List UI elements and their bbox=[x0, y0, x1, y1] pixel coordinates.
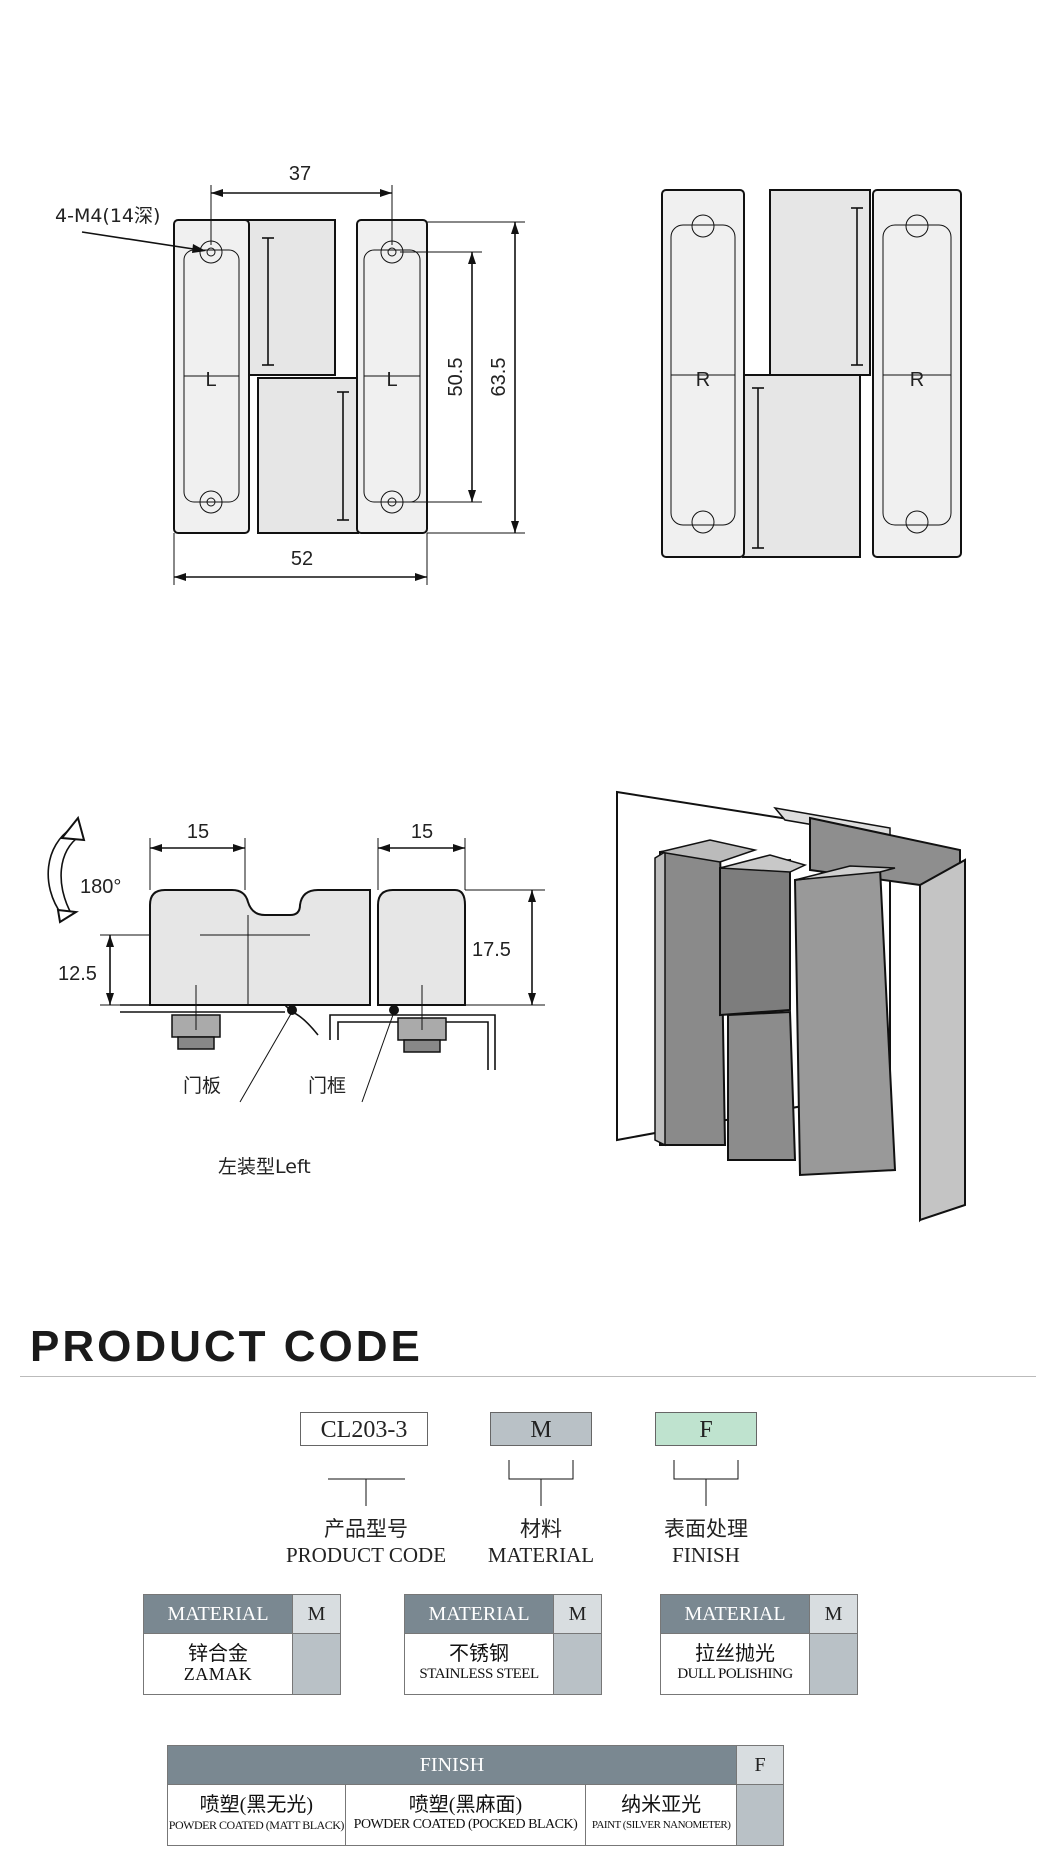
finish-header: FINISH bbox=[166, 1745, 738, 1785]
rear-knuckle-lower bbox=[742, 374, 861, 558]
knuckle-upper bbox=[244, 219, 336, 376]
material-code-header: M bbox=[809, 1594, 858, 1634]
material-option: 拉丝抛光 DULL POLISHING bbox=[660, 1633, 810, 1695]
hole-note: 4-M4(14深) bbox=[55, 205, 160, 227]
rear-knuckle-upper bbox=[769, 189, 871, 376]
caption-finish-en: FINISH bbox=[672, 1543, 740, 1567]
caption-material-en: MATERIAL bbox=[487, 1543, 595, 1567]
material-option: 锌合金 ZAMAK bbox=[143, 1633, 293, 1695]
rear-left-leaf bbox=[661, 189, 745, 558]
dim-63-5: 63.5 bbox=[488, 358, 510, 397]
material-table-zamak: MATERIAL M 锌合金 ZAMAK bbox=[143, 1594, 341, 1695]
finish-option-silver-nanometer: 纳米亚光 PAINT (SILVER NANOMETER) bbox=[585, 1784, 738, 1846]
dim-50-5: 50.5 bbox=[445, 358, 467, 397]
material-header: MATERIAL bbox=[404, 1594, 554, 1634]
dim-52: 52 bbox=[291, 548, 313, 570]
front-view-hinge: L L bbox=[173, 219, 428, 534]
isometric-view bbox=[616, 790, 966, 1223]
caption-material: 材料 MATERIAL bbox=[471, 1516, 611, 1568]
dim-17-5: 17.5 bbox=[472, 939, 511, 961]
leaf-mark-right: L bbox=[386, 369, 397, 391]
caption-material-cn: 材料 bbox=[520, 1517, 562, 1541]
finish-code-cell bbox=[736, 1784, 784, 1846]
side-leaf-right bbox=[377, 889, 466, 1006]
dim-12-5: 12.5 bbox=[58, 963, 97, 985]
dim-15-right: 15 bbox=[411, 821, 433, 843]
leaf-mark-left: L bbox=[205, 369, 216, 391]
dim-15-left: 15 bbox=[187, 821, 209, 843]
rear-mark-left: R bbox=[696, 369, 710, 391]
section-divider bbox=[20, 1376, 1036, 1377]
caption-product-code-en: PRODUCT CODE bbox=[285, 1543, 447, 1567]
caption-finish-cn: 表面处理 bbox=[664, 1517, 748, 1541]
front-dimensions: 37 52 50.5 63.5 4-M4(14深) bbox=[55, 163, 525, 585]
caption-product-code: 产品型号 PRODUCT CODE bbox=[276, 1516, 456, 1568]
material-header: MATERIAL bbox=[143, 1594, 293, 1634]
code-box-product: CL203-3 bbox=[300, 1412, 428, 1446]
material-code-cell bbox=[292, 1633, 341, 1695]
rear-right-leaf bbox=[872, 189, 962, 558]
material-table-stainless: MATERIAL M 不锈钢 STAINLESS STEEL bbox=[404, 1594, 602, 1695]
product-code-title: PRODUCT CODE bbox=[30, 1322, 423, 1371]
finish-table: FINISH F 喷塑(黑无光) POWDER COATED (MATT BLA… bbox=[166, 1745, 784, 1846]
side-knuckle bbox=[149, 889, 371, 1006]
material-option: 不锈钢 STAINLESS STEEL bbox=[404, 1633, 554, 1695]
knuckle-lower bbox=[257, 377, 359, 534]
material-code-cell bbox=[553, 1633, 602, 1695]
material-code-header: M bbox=[292, 1594, 341, 1634]
material-code-cell bbox=[809, 1633, 858, 1695]
rotation-label: 180° bbox=[80, 876, 121, 898]
door-frame-label: 门框 bbox=[308, 1075, 346, 1097]
rear-mark-right: R bbox=[910, 369, 924, 391]
caption-product-code-cn: 产品型号 bbox=[324, 1517, 408, 1541]
dim-37: 37 bbox=[289, 163, 311, 185]
finish-code-header: F bbox=[736, 1745, 784, 1785]
rear-view-hinge: R R bbox=[661, 189, 962, 558]
side-view-caption: 左装型Left bbox=[218, 1156, 311, 1178]
finish-option-matt-black: 喷塑(黑无光) POWDER COATED (MATT BLACK) bbox=[167, 1784, 346, 1846]
door-panel-label: 门板 bbox=[183, 1075, 221, 1097]
material-code-header: M bbox=[553, 1594, 602, 1634]
side-view: 180° 15 15 bbox=[47, 815, 545, 1178]
code-box-finish: F bbox=[655, 1412, 757, 1446]
material-table-polishing: MATERIAL M 拉丝抛光 DULL POLISHING bbox=[660, 1594, 858, 1695]
code-box-material: M bbox=[490, 1412, 592, 1446]
finish-option-pocked-black: 喷塑(黑麻面) POWDER COATED (POCKED BLACK) bbox=[344, 1784, 587, 1846]
caption-finish: 表面处理 FINISH bbox=[636, 1516, 776, 1568]
material-header: MATERIAL bbox=[660, 1594, 810, 1634]
